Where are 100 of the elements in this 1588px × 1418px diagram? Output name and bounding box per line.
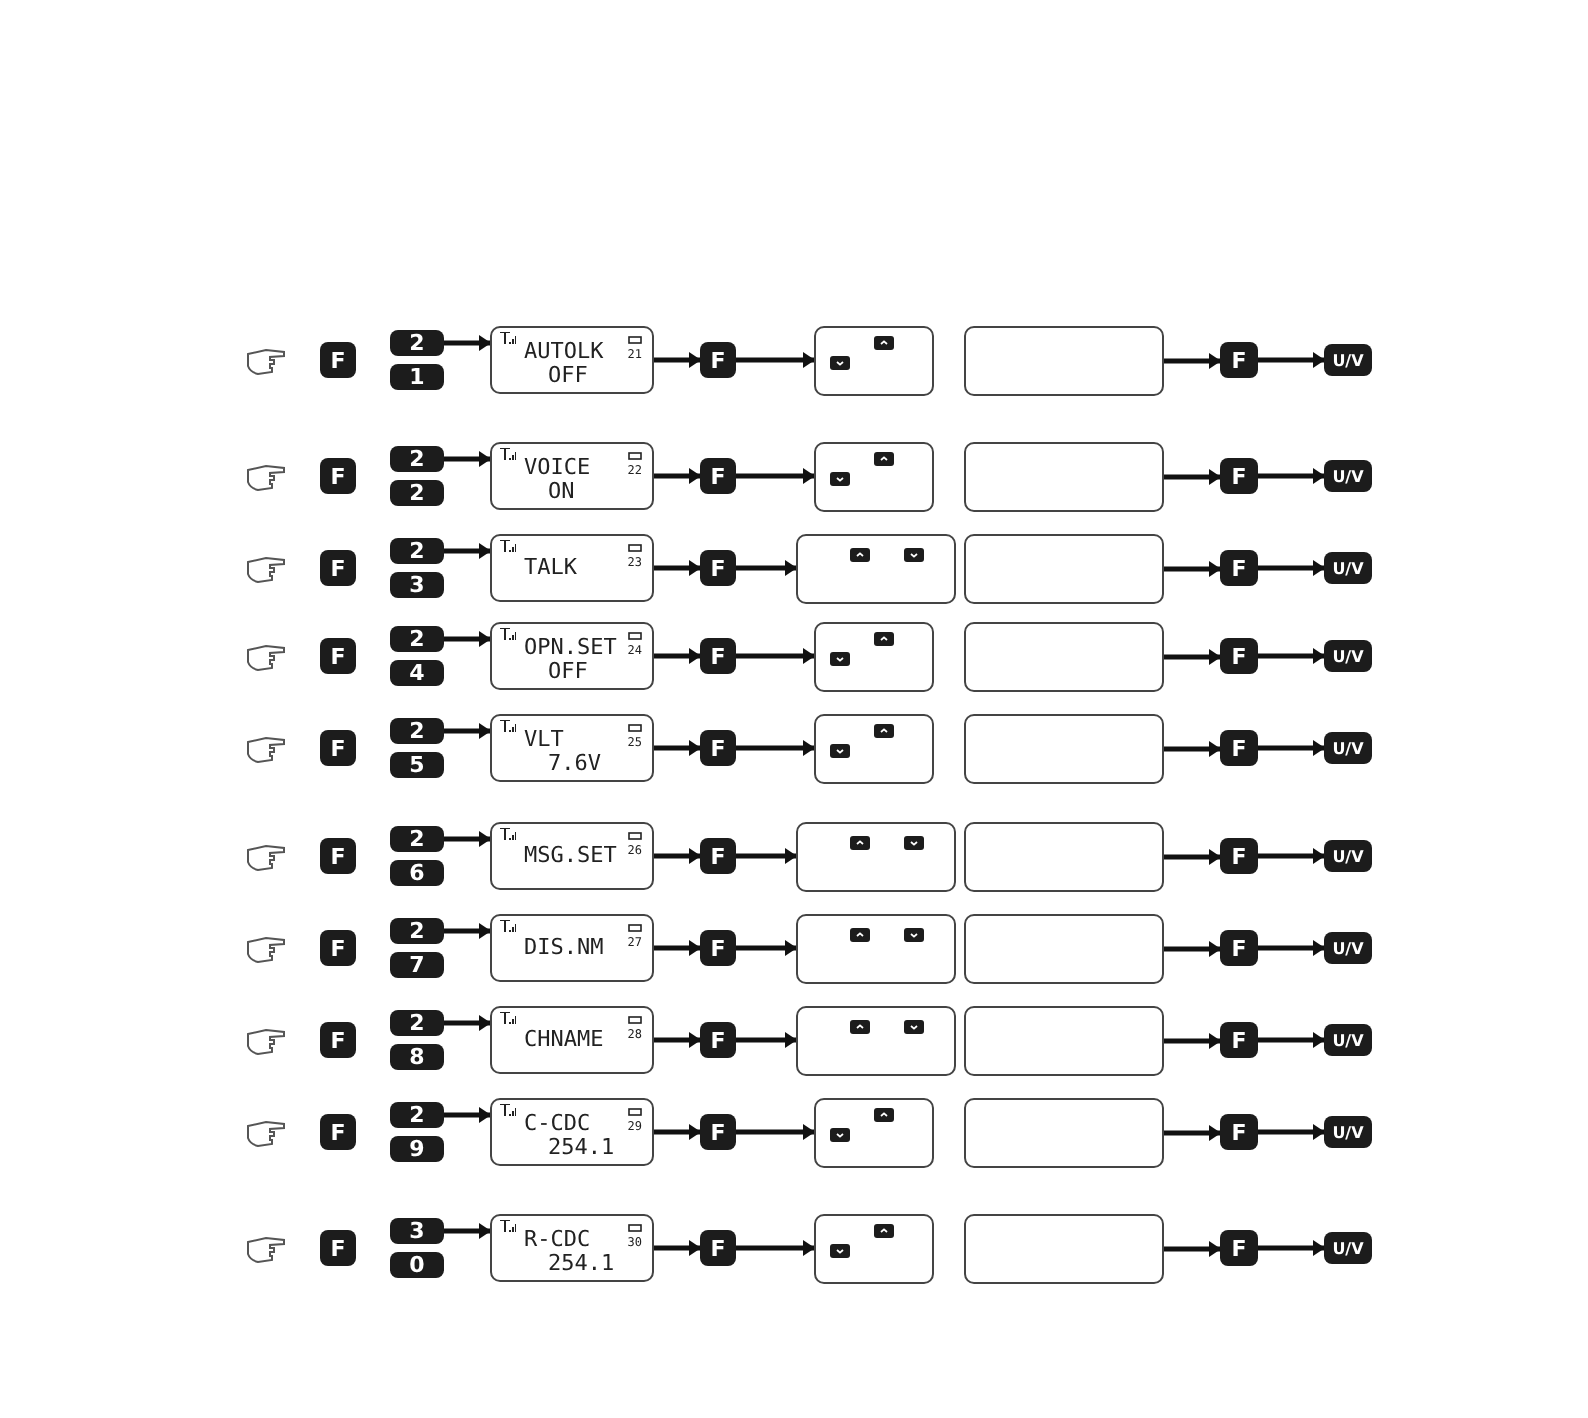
- key-panel: [796, 822, 956, 892]
- blank-display: [964, 1098, 1164, 1168]
- key-button: F: [1220, 342, 1258, 378]
- key-button: 7: [390, 952, 444, 978]
- arrow: [736, 848, 797, 864]
- key-button: 3: [390, 1218, 444, 1244]
- key-button: 8: [390, 1044, 444, 1070]
- arrow: [1164, 649, 1221, 665]
- arrow: [1258, 1032, 1325, 1048]
- key-button: F: [320, 930, 356, 966]
- display-text: OPN.SET: [524, 636, 617, 660]
- lcd-display: [490, 914, 654, 982]
- key-button: 6: [390, 860, 444, 886]
- arrow: [1164, 561, 1221, 577]
- arrow: [736, 352, 815, 368]
- key-button: F: [1220, 838, 1258, 874]
- key-button: 2: [390, 538, 444, 564]
- key-button: F: [700, 730, 736, 766]
- key-button: F: [700, 458, 736, 494]
- key-button: F: [1220, 1114, 1258, 1150]
- blank-display: [964, 326, 1164, 396]
- display-text: VOICE: [524, 456, 591, 480]
- arrow: [654, 848, 701, 864]
- key-button: F: [1220, 1230, 1258, 1266]
- display-text: CHNAME: [524, 1028, 604, 1052]
- arrow: [654, 468, 701, 484]
- arrow: [1164, 741, 1221, 757]
- arrow: [1164, 1241, 1221, 1257]
- display-text: 254.1: [548, 1136, 615, 1160]
- key-button: F: [700, 1230, 736, 1266]
- key-button: F: [1220, 550, 1258, 586]
- key-panel: [796, 534, 956, 604]
- blank-display: [964, 534, 1164, 604]
- key-button: 3: [390, 572, 444, 598]
- arrow: [444, 451, 491, 467]
- key-panel: [814, 714, 934, 784]
- key-button: F: [320, 838, 356, 874]
- key-button: 2: [390, 718, 444, 744]
- arrow: [444, 723, 491, 739]
- display-text: AUTOLK: [524, 340, 604, 364]
- lcd-display: [490, 442, 654, 510]
- lcd-display: [490, 326, 654, 394]
- key-button: U/V: [1324, 840, 1372, 872]
- blank-display: [964, 822, 1164, 892]
- key-button: F: [320, 458, 356, 494]
- arrow: [654, 560, 701, 576]
- display-text: DIS.NM: [524, 936, 604, 960]
- display-text: ON: [548, 480, 575, 504]
- key-button: F: [700, 838, 736, 874]
- key-panel: [814, 1098, 934, 1168]
- key-panel: [814, 326, 934, 396]
- key-button: 2: [390, 1102, 444, 1128]
- key-button: 2: [390, 330, 444, 356]
- arrow: [736, 1032, 797, 1048]
- key-button: F: [700, 1022, 736, 1058]
- display-text: R-CDC: [524, 1228, 591, 1252]
- arrow: [1258, 352, 1325, 368]
- key-button: F: [700, 930, 736, 966]
- key-panel: [814, 622, 934, 692]
- key-button: 4: [390, 660, 444, 686]
- key-button: F: [1220, 638, 1258, 674]
- key-button: F: [320, 1230, 356, 1266]
- arrow: [736, 648, 815, 664]
- arrow: [736, 740, 815, 756]
- arrow: [444, 1107, 491, 1123]
- display-text: MSG.SET: [524, 844, 617, 868]
- blank-display: [964, 622, 1164, 692]
- arrow: [1258, 560, 1325, 576]
- arrow: [1164, 941, 1221, 957]
- key-button: 0: [390, 1252, 444, 1278]
- key-button: F: [320, 1114, 356, 1150]
- arrow: [444, 923, 491, 939]
- arrow: [1258, 1240, 1325, 1256]
- key-button: U/V: [1324, 460, 1372, 492]
- key-button: 2: [390, 480, 444, 506]
- arrow: [444, 335, 491, 351]
- key-button: F: [320, 638, 356, 674]
- arrow: [1164, 353, 1221, 369]
- arrow: [1164, 1125, 1221, 1141]
- lcd-display: [490, 1098, 654, 1166]
- key-button: F: [700, 638, 736, 674]
- arrow: [1164, 1033, 1221, 1049]
- key-button: U/V: [1324, 1116, 1372, 1148]
- arrow: [444, 543, 491, 559]
- key-button: 2: [390, 446, 444, 472]
- arrow: [654, 1124, 701, 1140]
- arrow: [654, 740, 701, 756]
- arrow: [444, 1223, 491, 1239]
- display-text: OFF: [548, 660, 588, 684]
- display-text: VLT: [524, 728, 564, 752]
- arrow: [736, 940, 797, 956]
- key-button: F: [1220, 1022, 1258, 1058]
- arrow: [654, 648, 701, 664]
- key-button: F: [1220, 930, 1258, 966]
- key-button: 2: [390, 918, 444, 944]
- display-text: 254.1: [548, 1252, 615, 1276]
- arrow: [1164, 849, 1221, 865]
- blank-display: [964, 1214, 1164, 1284]
- arrow: [736, 1124, 815, 1140]
- key-button: 9: [390, 1136, 444, 1162]
